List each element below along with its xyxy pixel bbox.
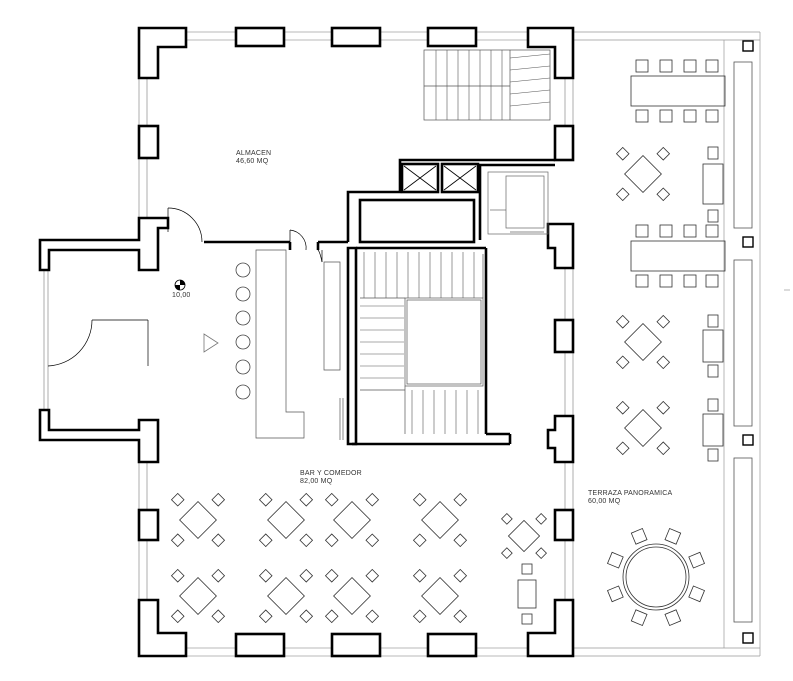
table-with-chairs xyxy=(615,146,671,202)
top-staircase xyxy=(423,49,551,121)
central-staircase xyxy=(360,254,484,434)
window-frames xyxy=(43,31,574,657)
bar-stools xyxy=(235,262,251,400)
room-name: ALMACEN xyxy=(236,150,272,157)
terrace-posts xyxy=(742,40,754,644)
top-stair-treads xyxy=(435,50,551,120)
table-with-chairs xyxy=(258,568,314,624)
room-label-almacen: ALMACEN 46,60 MQ xyxy=(236,150,271,166)
table-with-chairs xyxy=(324,492,380,548)
entrance-arrow-icon xyxy=(203,333,219,353)
room-area: 46,60 MQ xyxy=(236,158,269,165)
doors xyxy=(47,207,323,367)
table-with-chairs xyxy=(324,568,380,624)
central-stair-treads xyxy=(360,252,479,434)
level-label: 10,00 xyxy=(172,292,191,299)
table-with-chairs xyxy=(501,513,547,559)
room-label-terraza: TERRAZA PANORAMICA 60,00 MQ xyxy=(588,490,672,506)
room-area: 60,00 MQ xyxy=(588,498,621,505)
terrace-outline xyxy=(573,31,790,657)
duct-crosses xyxy=(403,165,477,191)
terrace-planters xyxy=(733,61,753,623)
room-area: 82,00 MQ xyxy=(300,478,333,485)
two-seat-tables xyxy=(517,146,724,625)
long-tables xyxy=(630,59,726,288)
level-marker-icon xyxy=(174,279,186,291)
elevator xyxy=(487,171,549,235)
room-name: BAR Y COMEDOR xyxy=(300,470,362,477)
table-with-chairs xyxy=(615,314,671,370)
walls xyxy=(38,26,575,658)
table-with-chairs xyxy=(412,492,468,548)
table-with-chairs xyxy=(258,492,314,548)
table-with-chairs xyxy=(170,568,226,624)
round-table xyxy=(606,527,706,627)
room-label-bar: BAR Y COMEDOR 82,00 MQ xyxy=(300,470,362,486)
table-with-chairs xyxy=(170,492,226,548)
room-name: TERRAZA PANORAMICA xyxy=(588,490,673,497)
table-with-chairs xyxy=(412,568,468,624)
dining-tables xyxy=(170,146,671,624)
bar-counter xyxy=(255,249,344,440)
table-with-chairs xyxy=(615,400,671,456)
